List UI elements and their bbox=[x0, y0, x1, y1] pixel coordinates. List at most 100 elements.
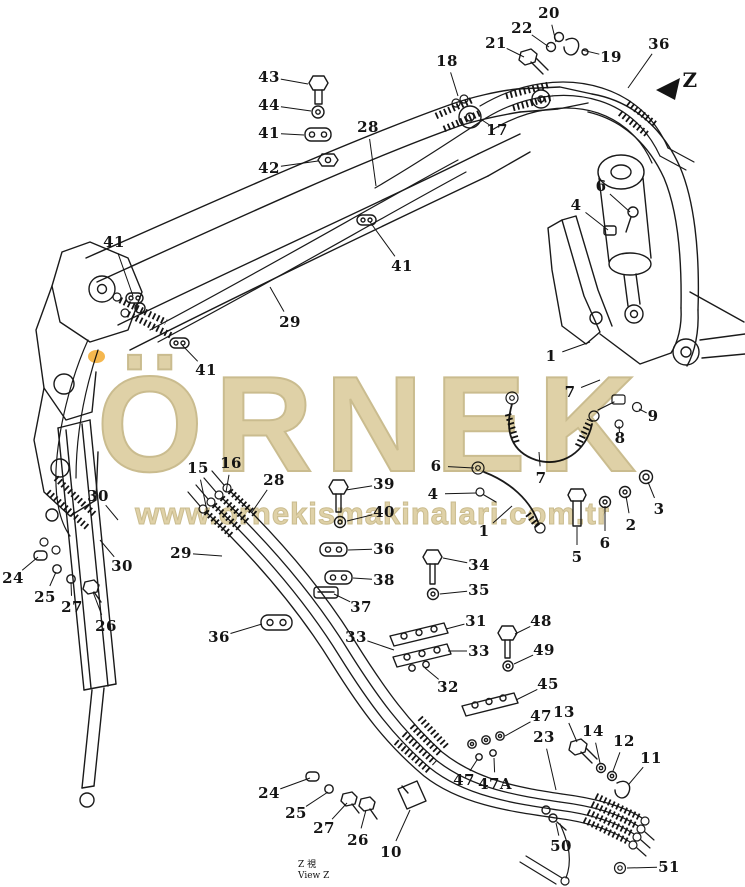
part-callout-41: 41 bbox=[195, 361, 217, 379]
part-callout-29: 29 bbox=[279, 313, 301, 331]
part-callout-36: 36 bbox=[373, 540, 395, 558]
part-callout-33: 33 bbox=[468, 642, 490, 660]
leader-line-36 bbox=[347, 548, 373, 551]
leader-line-12 bbox=[612, 752, 621, 772]
part-callout-1: 1 bbox=[545, 347, 557, 365]
part-callout-27: 27 bbox=[61, 598, 83, 616]
part-callout-37: 37 bbox=[350, 598, 372, 616]
leader-line-19 bbox=[581, 49, 600, 55]
part-callout-48: 48 bbox=[530, 612, 552, 630]
leader-line-7 bbox=[580, 379, 601, 388]
fasteners-and-clamps bbox=[33, 31, 654, 831]
leader-line-26 bbox=[360, 809, 367, 829]
leader-line-14 bbox=[595, 742, 601, 764]
part-callout-41: 41 bbox=[391, 257, 413, 275]
leader-line-41 bbox=[181, 344, 199, 362]
part-callout-30: 30 bbox=[87, 487, 109, 505]
leader-line-24 bbox=[21, 556, 39, 571]
part-callout-43: 43 bbox=[258, 68, 280, 86]
view-caption: Z 視 View Z bbox=[298, 860, 329, 883]
part-callout-22: 22 bbox=[511, 19, 533, 37]
part-callout-26: 26 bbox=[347, 831, 369, 849]
part-callout-41: 41 bbox=[258, 124, 280, 142]
part-callout-47a: 47A bbox=[478, 775, 512, 793]
part-callout-50: 50 bbox=[550, 837, 572, 855]
leader-line-7 bbox=[538, 451, 541, 467]
part-callout-7: 7 bbox=[564, 383, 576, 401]
leader-line-41 bbox=[369, 221, 396, 257]
leader-line-47a bbox=[493, 757, 496, 773]
part-callout-4: 4 bbox=[570, 196, 582, 214]
leader-line-1 bbox=[562, 341, 591, 353]
part-callout-41: 41 bbox=[103, 233, 125, 251]
view-direction-arrow bbox=[656, 78, 680, 100]
leader-line-3 bbox=[647, 481, 655, 499]
hose-spiral-guards bbox=[45, 81, 657, 844]
leader-line-1 bbox=[492, 505, 513, 524]
part-callout-25: 25 bbox=[285, 804, 307, 822]
leader-line-23 bbox=[546, 748, 557, 791]
part-callout-6: 6 bbox=[599, 534, 611, 552]
part-callout-9: 9 bbox=[647, 407, 659, 425]
leader-line-42 bbox=[280, 160, 319, 167]
leader-line-37 bbox=[333, 593, 351, 603]
leader-line-28 bbox=[251, 489, 268, 513]
leader-line-8 bbox=[618, 425, 620, 433]
leader-line-44 bbox=[280, 106, 312, 112]
part-callout-20: 20 bbox=[538, 4, 560, 22]
part-callout-11: 11 bbox=[640, 749, 662, 767]
part-callout-24: 24 bbox=[258, 784, 280, 802]
part-callout-30: 30 bbox=[111, 557, 133, 575]
leader-line-47 bbox=[469, 759, 478, 772]
leader-line-24 bbox=[280, 777, 311, 790]
leader-line-27 bbox=[331, 802, 348, 820]
leader-line-48 bbox=[514, 625, 531, 635]
leader-line-50 bbox=[555, 822, 560, 836]
leader-line-10 bbox=[395, 809, 411, 842]
leader-line-25 bbox=[305, 791, 329, 807]
leader-line-34 bbox=[442, 557, 468, 564]
part-callout-42: 42 bbox=[258, 159, 280, 177]
leader-line-51 bbox=[626, 866, 658, 869]
leader-line-21 bbox=[506, 47, 525, 58]
leader-line-25 bbox=[49, 571, 57, 587]
part-callout-25: 25 bbox=[34, 588, 56, 606]
part-callout-47: 47 bbox=[530, 707, 552, 725]
part-callout-40: 40 bbox=[373, 503, 395, 521]
part-callout-49: 49 bbox=[533, 641, 555, 659]
part-callout-6: 6 bbox=[430, 457, 442, 475]
leader-line-33 bbox=[367, 640, 395, 651]
part-callout-36: 36 bbox=[648, 35, 670, 53]
part-callout-28: 28 bbox=[263, 471, 285, 489]
leader-line-35 bbox=[439, 590, 468, 595]
part-callout-18: 18 bbox=[436, 52, 458, 70]
leader-line-20 bbox=[551, 24, 557, 43]
part-callout-1: 1 bbox=[478, 522, 490, 540]
part-callout-2: 2 bbox=[625, 516, 637, 534]
leader-line-39 bbox=[345, 485, 373, 491]
leader-line-29 bbox=[269, 286, 285, 312]
part-callout-17: 17 bbox=[486, 121, 508, 139]
part-callout-21: 21 bbox=[485, 34, 507, 52]
leader-line-38 bbox=[352, 577, 373, 580]
part-callout-33: 33 bbox=[345, 628, 367, 646]
leader-line-47 bbox=[504, 721, 531, 737]
leader-line-4 bbox=[444, 492, 477, 495]
leader-line-45 bbox=[515, 688, 538, 701]
view-caption-en: View Z bbox=[298, 871, 330, 882]
leader-line-22 bbox=[531, 34, 550, 48]
leader-line-11 bbox=[628, 766, 644, 785]
leader-line-41 bbox=[280, 133, 305, 136]
part-callout-4: 4 bbox=[427, 485, 439, 503]
leader-line-27 bbox=[70, 581, 72, 596]
part-callout-34: 34 bbox=[468, 556, 490, 574]
part-callout-23: 23 bbox=[533, 728, 555, 746]
leader-line-32 bbox=[424, 667, 440, 680]
part-callout-44: 44 bbox=[258, 96, 280, 114]
leader-line-30 bbox=[99, 539, 115, 558]
part-callout-47: 47 bbox=[453, 771, 475, 789]
leader-line-40 bbox=[346, 514, 373, 522]
